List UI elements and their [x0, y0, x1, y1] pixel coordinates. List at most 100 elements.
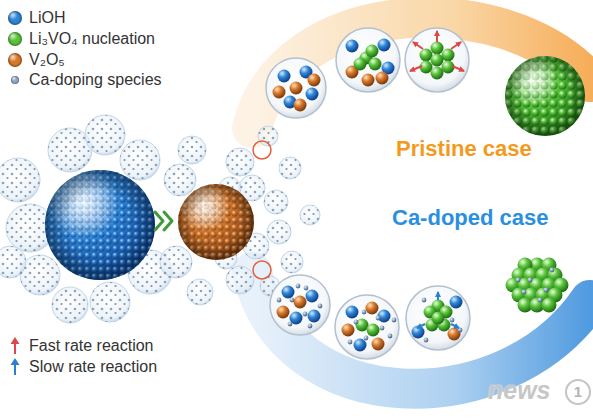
legend-swatch: [8, 11, 22, 25]
zoom-circle: [266, 28, 470, 359]
lioh-sphere: [45, 170, 155, 280]
swatch-shading: [11, 76, 19, 84]
ca-dopant: [550, 268, 555, 273]
v2o5-sphere: [178, 184, 254, 260]
v2o5-particle: [290, 82, 303, 95]
swatch-highlight: [11, 76, 19, 84]
lioh-sphere: [45, 170, 155, 280]
slow-rate-arrow: [437, 292, 439, 300]
legend-entry: LiOH: [6, 8, 65, 28]
v2o5-particle: [342, 324, 355, 337]
legend-sample: [6, 50, 24, 70]
v2o5-particle: [362, 74, 375, 87]
legend-text: Slow rate reaction: [29, 358, 157, 376]
zoom-circle: [406, 286, 470, 350]
legend-arrow-head: [11, 337, 20, 344]
li3vo4-particle: [431, 54, 444, 67]
ca-dopant: [296, 284, 301, 289]
zoom-circle: [335, 295, 399, 359]
zoom-marker: [253, 261, 271, 279]
ca-dopant: [304, 286, 309, 291]
lioh-particle: [306, 290, 319, 303]
v2o5-sphere: [178, 184, 254, 260]
lioh-particle: [378, 39, 391, 52]
watermark: 1: [566, 383, 590, 400]
slow-rate-arrow: [417, 324, 425, 328]
ca-dopant: [422, 298, 427, 303]
lioh-particle: [306, 88, 319, 101]
v2o5-particle: [294, 296, 307, 309]
v2o5-sphere: [178, 184, 254, 260]
legend-entry: V₂O₅: [6, 50, 65, 70]
ca-dopant: [528, 278, 533, 283]
ca-dopant: [348, 340, 353, 345]
legend-sample: [6, 357, 24, 377]
reaction-arc: [252, 272, 590, 389]
li3vo4-particle: [354, 58, 367, 71]
lioh-particle: [346, 306, 359, 319]
v2o5-particle: [372, 338, 385, 351]
swatch-highlight: [8, 53, 22, 67]
lioh-particle: [278, 39, 463, 352]
legend-swatch: [11, 76, 19, 84]
ca-dopant: [318, 304, 323, 309]
li3vo4-cluster: [542, 298, 557, 313]
legend-entry: Slow rate reaction: [6, 357, 157, 377]
swatch-highlight: [8, 32, 22, 46]
reaction-arc: [252, 17, 590, 388]
solution-bubble: [0, 115, 320, 323]
lioh-particle: [282, 286, 295, 299]
legend-text: LiOH: [29, 9, 65, 27]
fast-rate-arrow: [410, 66, 422, 71]
li3vo4-cluster: [505, 56, 585, 136]
legend-swatch: [8, 32, 22, 46]
li3vo4-particle: [432, 312, 445, 325]
zoom-circle: [405, 28, 469, 92]
ca-dopant: [362, 310, 367, 315]
ca-dopant: [388, 334, 393, 339]
fast-rate-arrow: [436, 31, 438, 42]
li3vo4-particle: [366, 45, 379, 58]
ca-dopant: [303, 312, 308, 317]
legend-sample: [6, 336, 24, 356]
v2o5-particle: [277, 306, 290, 319]
fast-rate-arrow: [452, 66, 464, 71]
legend-sample: [6, 8, 24, 28]
zoom-marker: [253, 141, 271, 279]
slow-rate-arrow: [451, 324, 459, 328]
v2o5-sphere: [178, 184, 254, 260]
legend-text: Ca-doping species: [29, 71, 162, 89]
fast-rate-arrow: [413, 42, 423, 49]
li3vo4-cluster: [505, 56, 585, 136]
v2o5-sphere: [178, 184, 254, 260]
watermark: news: [488, 376, 551, 405]
swatch-shading: [8, 53, 22, 67]
case-title: Pristine case: [396, 136, 532, 162]
swatch-shading: [8, 11, 22, 25]
ca-dopant: [522, 290, 527, 295]
legend-sample: [6, 70, 24, 90]
legend-entry: Li₃VO₄ nucleation: [6, 29, 155, 49]
legend-swatch: [8, 53, 22, 67]
v2o5-particle: [294, 99, 307, 112]
legend-entry: Ca-doping species: [6, 70, 162, 90]
legend-text: Li₃VO₄ nucleation: [29, 30, 155, 48]
solution-bubble: [0, 115, 320, 323]
lioh-sphere: [45, 170, 155, 280]
ca-dopant: [288, 322, 293, 327]
li3vo4-cluster: [505, 56, 585, 136]
legend-text: V₂O₅: [29, 51, 65, 69]
process-chevron: [155, 212, 163, 230]
zoom-circle: [266, 58, 326, 118]
process-chevron: [155, 212, 172, 230]
li3vo4-particle: [431, 42, 444, 55]
li3vo4-particle: [354, 42, 455, 337]
ca-dopant: [376, 316, 381, 321]
ca-dopant: [380, 326, 385, 331]
process-chevron: [164, 212, 172, 230]
lioh-particle: [450, 296, 463, 309]
swatch-highlight: [8, 11, 22, 25]
zoom-circle: [336, 28, 400, 92]
ca-dopant: [277, 268, 555, 345]
